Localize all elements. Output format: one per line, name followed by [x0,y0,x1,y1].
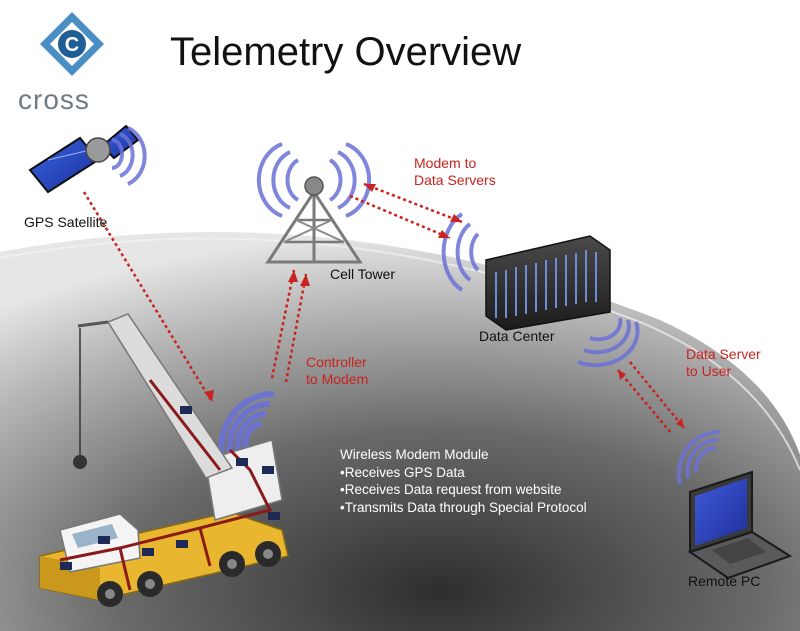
cross-logo: C [40,12,104,76]
link-modem-to-servers-line2: Data Servers [414,172,496,188]
datacenter-waves-right [577,317,640,368]
link-server-to-user-line2: to User [686,363,732,379]
laptop-icon [687,470,793,580]
arrow-dc-to-pc-1 [629,361,685,429]
link-modem-to-servers: Modem to Data Servers [414,155,496,189]
arrow-satellite-to-crane [82,191,214,403]
module-title: Wireless Modem Module [340,447,489,462]
module-bullet: •Receives Data request from website [340,482,562,497]
pc-waves [676,429,721,485]
logo-wordmark: cross [18,84,90,115]
arrow-tower-to-dc-1 [363,182,463,224]
satellite-icon [28,124,140,194]
link-server-to-user: Data Server to User [686,346,761,380]
pc-label: Remote PC [688,573,761,589]
link-controller-to-modem: Controller to Modem [306,354,368,388]
tower-waves [256,142,372,218]
logo-letter: C [65,34,79,56]
arrow-tower-to-dc-2 [349,194,451,240]
module-bullet: •Receives GPS Data [340,464,465,480]
link-controller-to-modem-line2: to Modem [306,371,369,387]
satellite-label: GPS Satellite [24,214,108,230]
tower-label: Cell Tower [330,266,396,282]
arrowheads [204,184,684,428]
satellite-waves [111,126,147,186]
crane-icon [39,313,289,607]
module-bullet: •Transmits Data through Special Protocol [340,499,587,515]
arrows [82,182,685,435]
datacenter-icon [485,235,611,331]
arrow-dc-to-pc-2 [617,369,673,435]
link-controller-to-modem-line1: Controller [306,354,367,370]
link-server-to-user-line1: Data Server [686,346,761,362]
modem-module-description: Wireless Modem Module •Receives GPS Data… [340,446,587,516]
arrow-crane-to-tower-1 [270,269,296,379]
cell-tower-icon [265,176,363,264]
datacenter-label: Data Center [479,328,555,344]
page-title: Telemetry Overview [170,30,522,74]
link-modem-to-servers-line1: Modem to [414,155,477,171]
arrow-crane-to-tower-2 [284,273,308,383]
